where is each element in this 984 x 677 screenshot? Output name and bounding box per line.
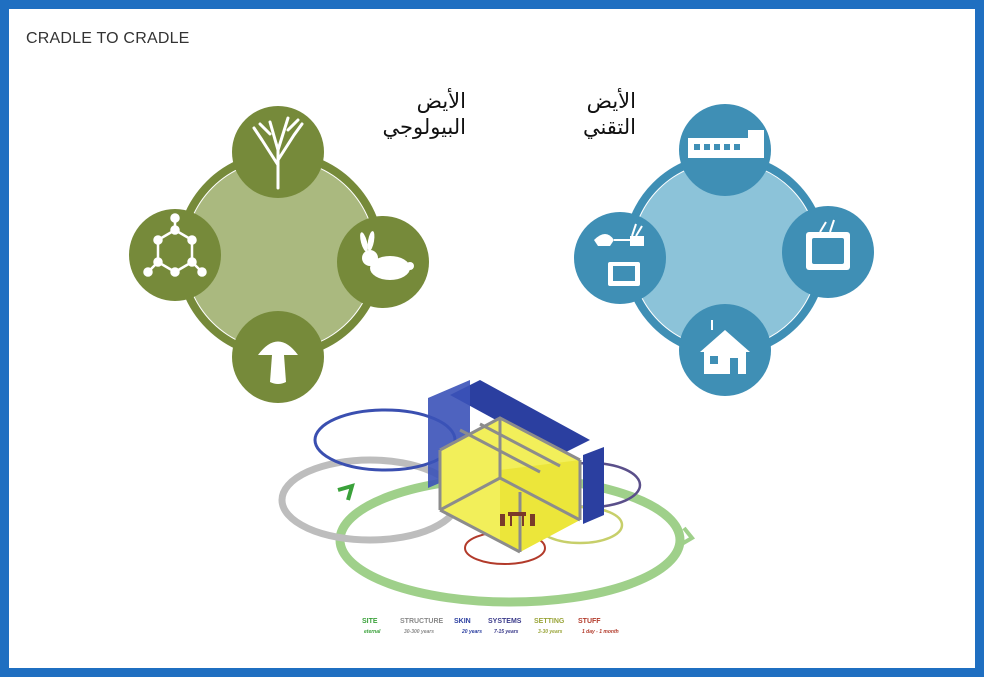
biological-cycle [129, 106, 429, 403]
legend-setting-span: 3-30 years [538, 629, 563, 635]
legend-structure-name: STRUCTURE [400, 618, 444, 625]
bio-center-disc [185, 160, 375, 350]
structure-frame [438, 416, 582, 554]
bio-node-molecule [129, 209, 221, 301]
layers-legend: SITE eternal STRUCTURE 30-300 years SKIN… [362, 618, 662, 644]
skin-side-panel [583, 447, 604, 524]
technical-metabolism-label: الأيض التقني [546, 88, 636, 140]
furniture-icon [500, 512, 535, 526]
molecule-icon [143, 213, 207, 277]
legend-systems-span: 7-15 years [494, 629, 519, 635]
legend-setting-name: SETTING [534, 618, 565, 625]
bio-label-line2: البيولوجي [382, 115, 467, 139]
tech-center-disc [632, 162, 818, 348]
appliances-icon [594, 223, 644, 286]
tech-label-line2: التقني [582, 115, 636, 139]
tech-label-line1: الأيض [586, 89, 636, 113]
mushroom-icon [258, 341, 298, 384]
tech-node-appliances [574, 212, 666, 304]
site-arrow2-icon [678, 526, 696, 547]
tree-icon [252, 116, 304, 190]
building-front [500, 460, 580, 552]
factory-icon [688, 130, 764, 158]
bio-label-line1: الأيض [416, 89, 466, 113]
legend-skin-name: SKIN [454, 618, 471, 625]
legend-systems-name: SYSTEMS [488, 618, 522, 625]
biological-metabolism-label: الأيض البيولوجي [356, 88, 467, 140]
roof-panel-right [450, 380, 590, 455]
legend-structure-span: 30-300 years [404, 629, 435, 635]
house-icon [700, 320, 750, 374]
slide-title: CRADLE TO CRADLE [26, 30, 190, 47]
tv-icon [806, 219, 850, 270]
rabbit-icon [360, 231, 414, 280]
site-arrow-icon [337, 483, 355, 501]
legend-stuff-name: STUFF [578, 618, 601, 625]
legend-stuff-span: 1 day - 1 month [582, 629, 619, 635]
legend-site-name: SITE [362, 618, 378, 625]
legend-skin-span: 20 years [462, 629, 483, 635]
building-layers-diagram [278, 380, 696, 607]
legend-site-span: eternal [364, 629, 381, 635]
technical-cycle [574, 104, 874, 396]
